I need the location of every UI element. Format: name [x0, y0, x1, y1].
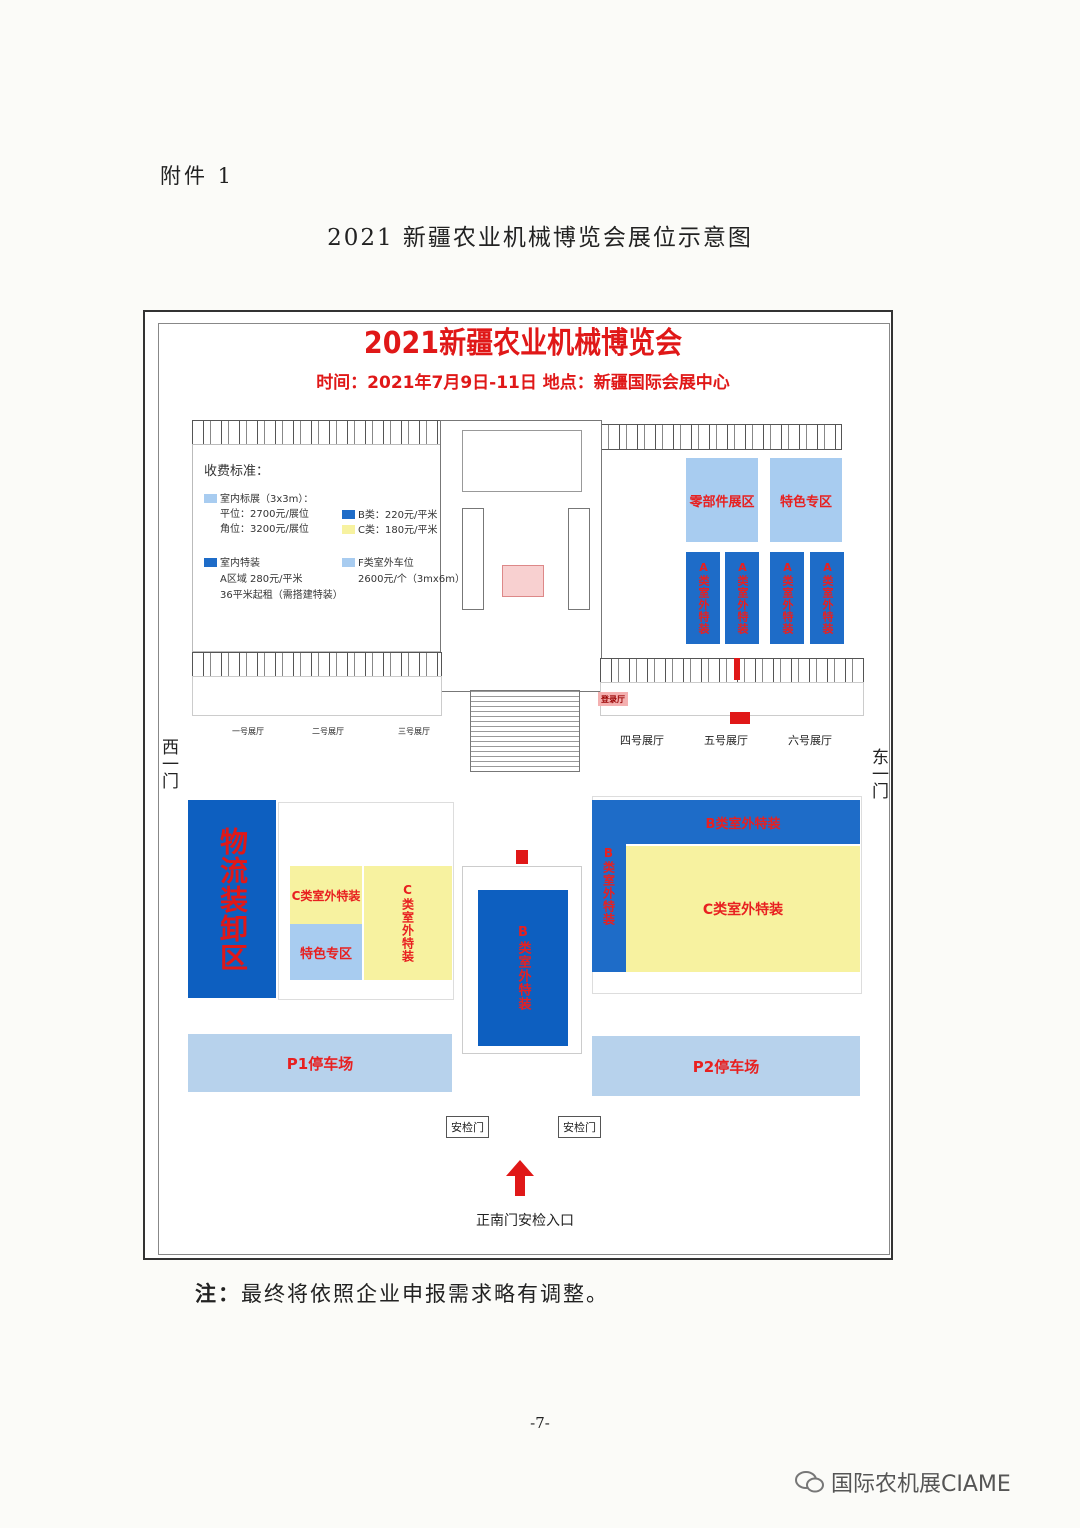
legend-swatch-indoor-special — [204, 558, 217, 567]
zone-b-center: B类室外特装 — [478, 890, 568, 1046]
legend-swatch-f-class — [342, 558, 355, 567]
security-check-gate-2: 安检门 — [558, 1116, 601, 1138]
building-stairs-right — [568, 508, 590, 610]
attachment-label: 附件 1 — [160, 164, 235, 188]
zone-feature-left: 特色专区 — [290, 924, 362, 980]
red-marker-center — [516, 850, 528, 864]
security-check-gate-1: 安检门 — [446, 1116, 489, 1138]
legend-swatch-c-class — [342, 525, 355, 534]
wechat-icon — [795, 1471, 824, 1493]
red-marker-top — [734, 658, 740, 680]
building-west-corridor — [192, 676, 442, 716]
zone-c-special-vert: C类室外特装 — [364, 866, 452, 980]
building-central-atrium — [462, 430, 582, 492]
map-subtitle: 时间：2021年7月9日-11日 地点：新疆国际会展中心 — [316, 373, 730, 393]
building-east-top-wall — [590, 424, 842, 450]
zone-a-special-2: A类室外特装 — [725, 552, 759, 644]
building-west-hall — [192, 444, 442, 652]
main-entrance-label: 正南门安检入口 — [476, 1213, 574, 1229]
hall-2-label: 二号展厅 — [312, 727, 344, 736]
legend-indoor-special: 室内特装 — [220, 558, 260, 569]
map-title: 2021新疆农业机械博览会 — [363, 326, 683, 361]
zone-a-special-3: A类室外特装 — [770, 552, 804, 644]
zone-logistics: 物流装卸区 — [188, 800, 276, 998]
legend-c-class: C类：180元/平米 — [358, 525, 438, 536]
legend-a-min: 36平米起租（需搭建特装） — [220, 590, 343, 601]
building-west-bottom-wall — [192, 652, 442, 678]
watermark: 国际农机展CIAME — [795, 1466, 1011, 1498]
entrance-arrow-icon — [506, 1160, 534, 1196]
legend-corner-price: 角位：3200元/展位 — [220, 524, 309, 535]
zone-parts: 零部件展区 — [686, 458, 758, 542]
legend-flat-price: 平位：2700元/展位 — [220, 509, 309, 520]
building-east-corridor — [600, 682, 864, 716]
building-east-bottom-wall — [600, 658, 864, 684]
zone-a-special-4: A类室外特装 — [810, 552, 844, 644]
note: 注：最终将依照企业申报需求略有调整。 — [195, 1278, 609, 1308]
legend-swatch-b-class — [342, 510, 355, 519]
legend-f-price: 2600元/个（3mx6m） — [358, 574, 465, 585]
note-text: 最终将依照企业申报需求略有调整。 — [241, 1282, 609, 1306]
legend-a-zone: A区域 280元/平米 — [220, 574, 303, 585]
hall-5-label: 五号展厅 — [704, 734, 748, 747]
building-stairs-left — [462, 508, 484, 610]
zone-c-right: C类室外特装 — [626, 846, 860, 972]
page-number: -7- — [530, 1414, 550, 1432]
building-entrance-steps — [470, 690, 580, 772]
legend-heading: 收费标准： — [204, 464, 270, 479]
building-west-top-wall — [192, 420, 456, 446]
red-marker-hall5 — [730, 712, 750, 724]
legend-indoor-standard: 室内标展（3x3m）： — [220, 494, 314, 505]
zone-b-right-top: B类室外特装 — [626, 800, 860, 844]
hall-6-label: 六号展厅 — [788, 734, 832, 747]
document-title: 2021 新疆农业机械博览会展位示意图 — [327, 225, 753, 251]
map-inner-frame — [158, 323, 890, 1255]
hall-4-label: 四号展厅 — [620, 734, 664, 747]
east-gate-label: 东一门 — [868, 748, 888, 799]
legend-b-class: B类：220元/平米 — [358, 510, 438, 521]
registration-flag: 登录厅 — [598, 692, 628, 706]
zone-c-special-left: C类室外特装 — [290, 866, 362, 924]
west-gate-label: 西一门 — [158, 738, 178, 789]
zone-b-right-vert: B类室外特装 — [592, 800, 626, 972]
hall-3-label: 三号展厅 — [398, 727, 430, 736]
zone-p1-parking: P1停车场 — [188, 1034, 452, 1092]
zone-p2-parking: P2停车场 — [592, 1036, 860, 1096]
legend-f-class: F类室外车位 — [358, 558, 414, 569]
registration-hall-marker — [502, 565, 544, 597]
hall-1-label: 一号展厅 — [232, 727, 264, 736]
legend-swatch-indoor-standard — [204, 494, 217, 503]
zone-a-special-1: A类室外特装 — [686, 552, 720, 644]
zone-feature-top: 特色专区 — [770, 458, 842, 542]
watermark-text: 国际农机展CIAME — [831, 1472, 1011, 1497]
note-label: 注： — [195, 1281, 241, 1306]
